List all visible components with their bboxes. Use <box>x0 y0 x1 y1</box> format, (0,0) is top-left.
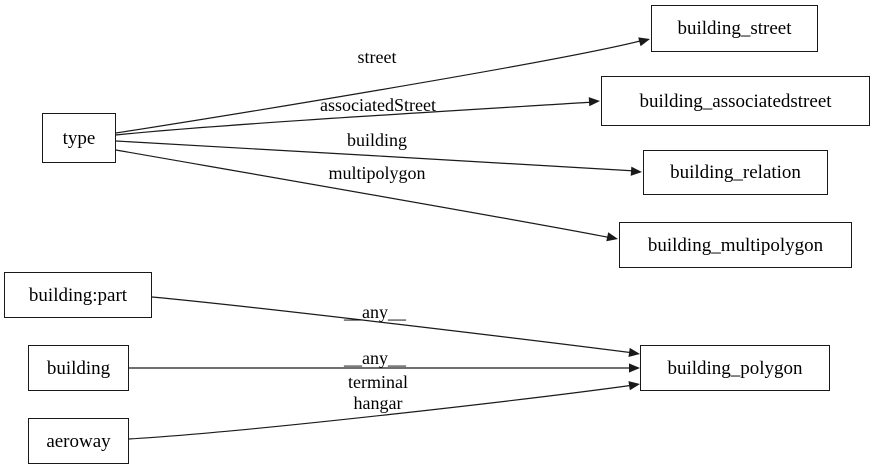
arrowhead-icon <box>628 347 640 358</box>
node-building_associatedstreet[interactable]: building_associatedstreet <box>601 76 870 126</box>
edge-label: associatedStreet <box>320 94 436 115</box>
node-label: building <box>46 357 111 379</box>
node-aeroway[interactable]: aeroway <box>28 418 129 464</box>
node-label: building_polygon <box>667 357 803 379</box>
edge-label: multipolygon <box>328 162 426 183</box>
node-building_street[interactable]: building_street <box>651 5 818 52</box>
node-label: building_multipolygon <box>647 234 824 256</box>
node-building_part[interactable]: building:part <box>4 272 152 318</box>
node-label: building_associatedstreet <box>639 90 832 112</box>
arrowhead-icon <box>630 166 642 176</box>
node-building_polygon[interactable]: building_polygon <box>640 345 830 391</box>
arrowhead-icon <box>629 363 640 373</box>
node-label: type <box>62 127 96 149</box>
node-label: aeroway <box>46 430 111 452</box>
arrowhead-icon <box>628 381 640 391</box>
node-label: building:part <box>28 284 128 306</box>
edge-label: hangar <box>353 392 403 413</box>
edge-label: __any__ <box>344 301 406 322</box>
node-building_relation[interactable]: building_relation <box>643 150 828 195</box>
arrowhead-icon <box>588 97 600 107</box>
node-building_multipolygon[interactable]: building_multipolygon <box>619 222 852 268</box>
edge-label: street <box>357 46 397 67</box>
edge-label: building <box>346 129 408 150</box>
edge-label: terminal <box>348 371 408 392</box>
arrowhead-icon <box>638 37 650 47</box>
node-label: building_relation <box>670 162 801 183</box>
edge-label: __any__ <box>344 347 406 368</box>
arrowhead-icon <box>606 232 618 242</box>
node-type[interactable]: type <box>42 113 116 163</box>
node-label: building_street <box>677 18 792 39</box>
node-building[interactable]: building <box>28 345 129 391</box>
